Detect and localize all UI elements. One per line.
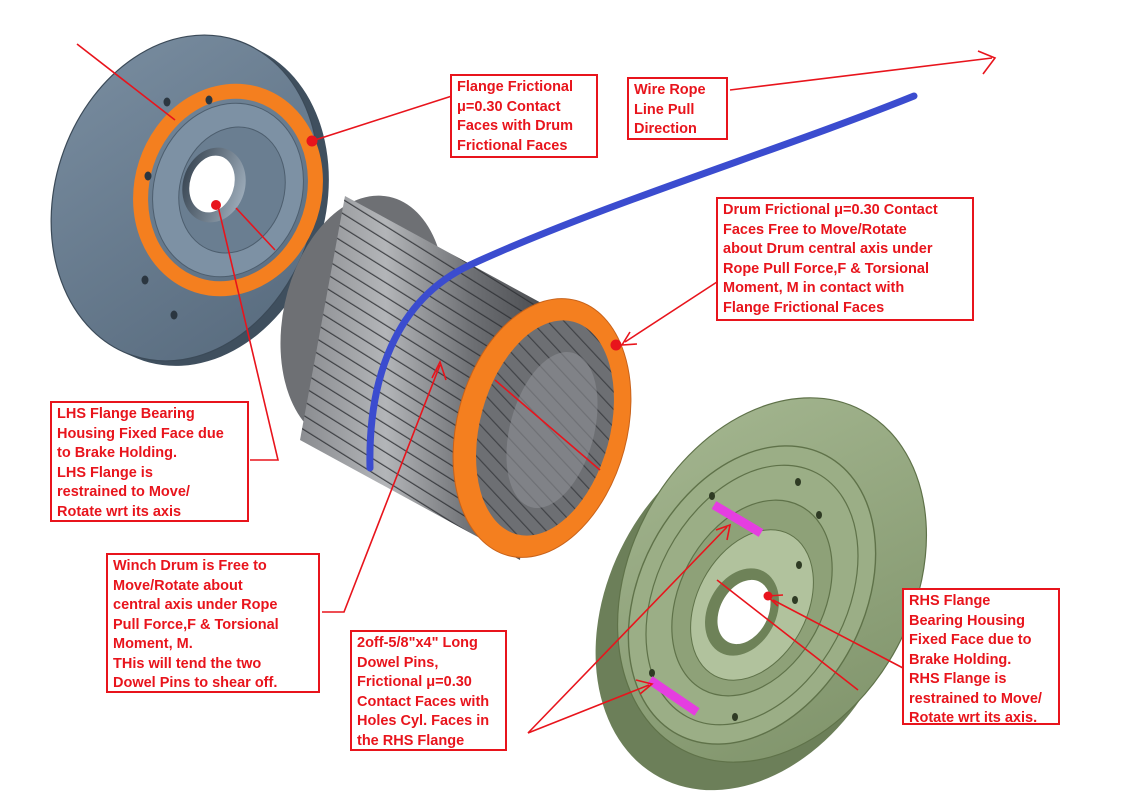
callout-wire-rope-direction: Wire Rope Line Pull Direction — [627, 77, 728, 140]
wire-rope — [366, 92, 918, 472]
callout-winch-drum: Winch Drum is Free to Move/Rotate about … — [106, 553, 320, 693]
rhs-flange — [595, 397, 928, 791]
lhs-flange — [50, 34, 329, 366]
leader-lines — [76, 43, 997, 734]
winch-drum — [280, 195, 632, 560]
callout-dowel-pins: 2off-5/8"x4" Long Dowel Pins, Frictional… — [350, 630, 507, 751]
callout-rhs-flange: RHS Flange Bearing Housing Fixed Face du… — [902, 588, 1060, 726]
leader-dots — [211, 135, 773, 601]
dowel-pin-lower — [647, 676, 700, 716]
callout-drum-frictional: Drum Frictional μ=0.30 Contact Faces Fre… — [716, 197, 974, 321]
lhs-flange-friction-ring — [133, 83, 323, 297]
callout-lhs-flange: LHS Flange Bearing Housing Fixed Face du… — [50, 401, 249, 522]
dowel-pin-upper — [711, 501, 764, 537]
callout-flange-frictional: Flange Frictional μ=0.30 Contact Faces w… — [450, 74, 598, 158]
